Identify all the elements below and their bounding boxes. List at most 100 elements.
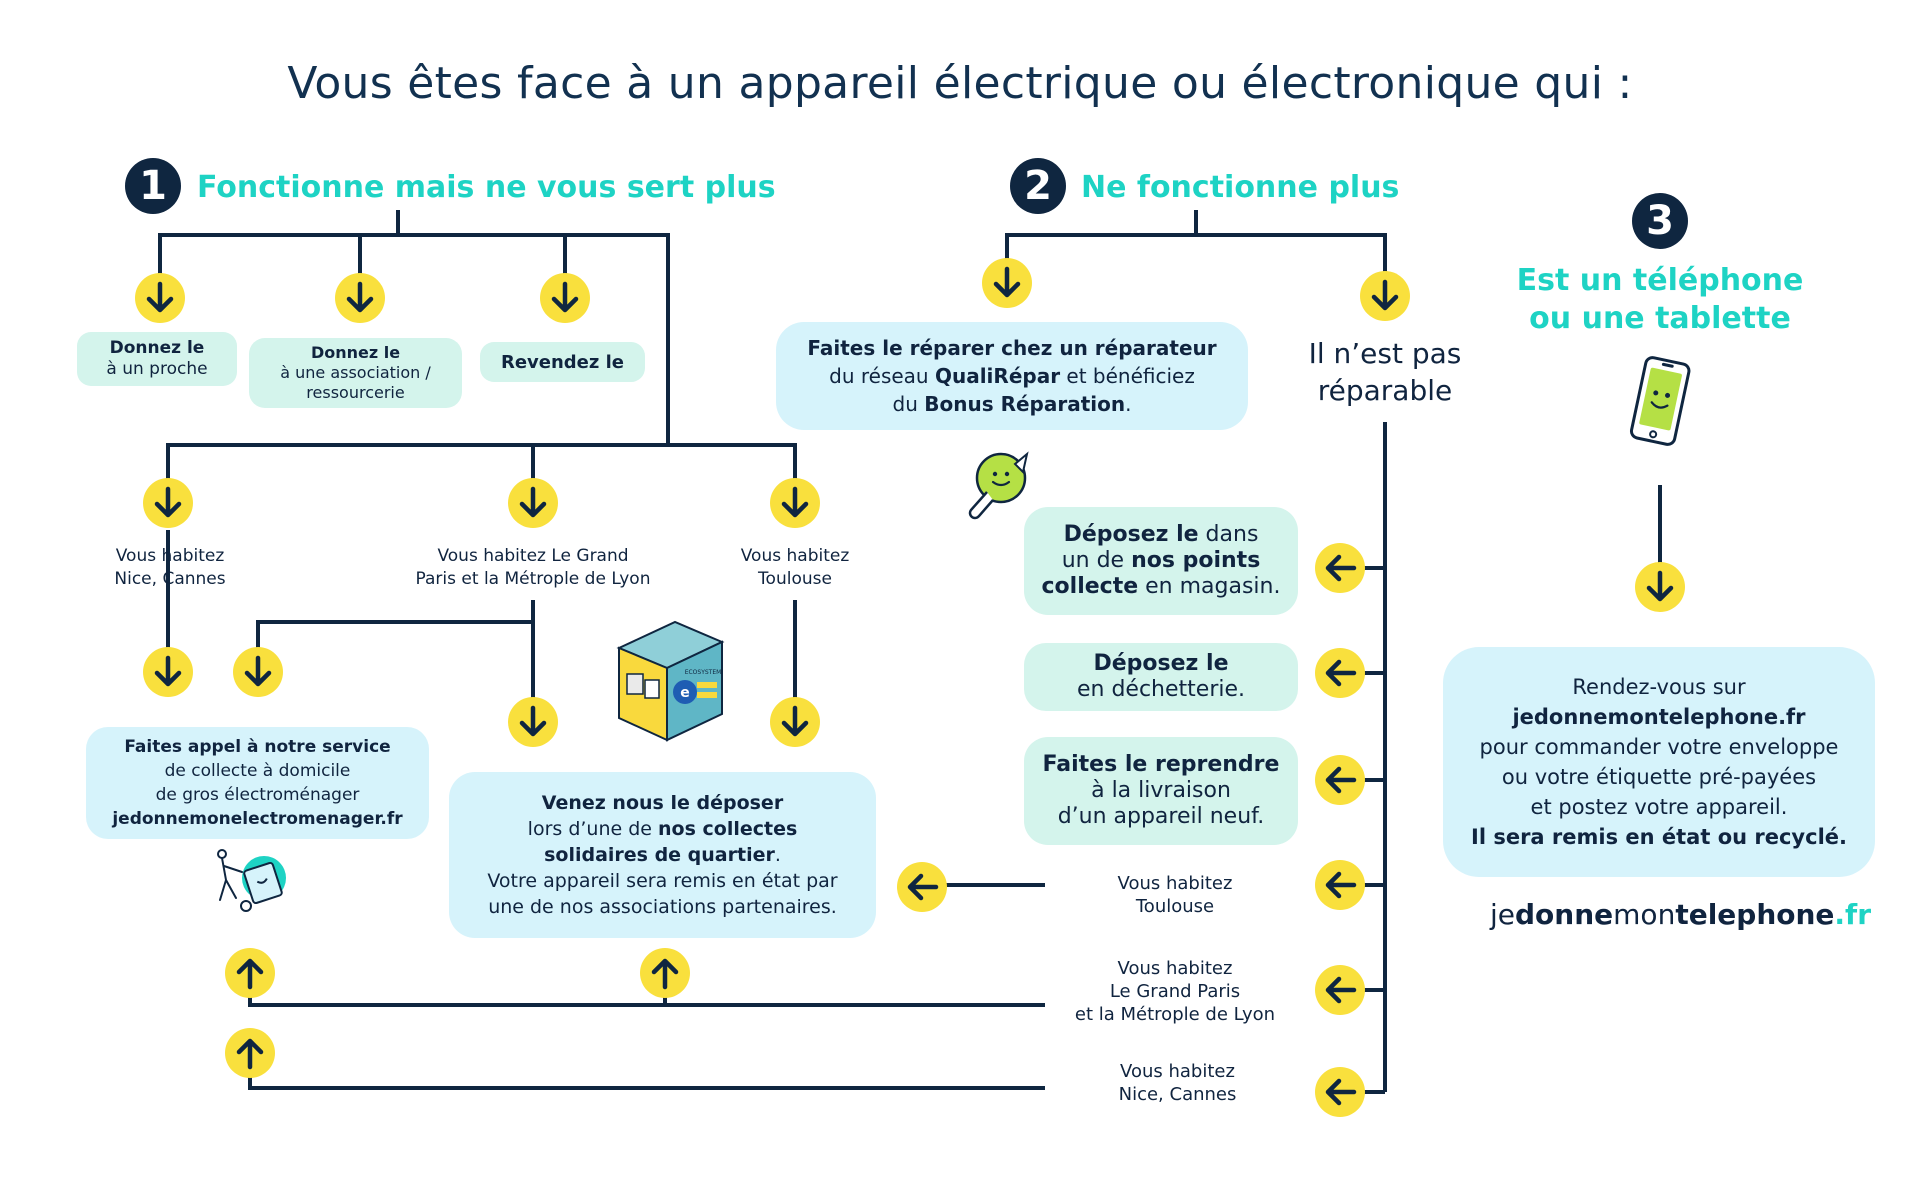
- neighbourhood-collection-line4: Votre appareil sera remis en état par: [487, 870, 838, 892]
- arrow-down-icon: [770, 478, 820, 528]
- option-give-to-relative-line1: Donnez le: [109, 338, 205, 358]
- arrow-left-icon: [1315, 1067, 1365, 1117]
- home-collection-service-box: Faites appel à notre service de collecte…: [86, 727, 429, 839]
- option-give-to-association: Donnez le à une association / ressourcer…: [249, 338, 462, 408]
- section1-city-toulouse-line1: Vous habitez: [740, 546, 850, 566]
- neighbourhood-collection-box: Venez nous le déposer lors d’une de nos …: [449, 772, 876, 938]
- section1-city-paris: Vous habitez Le Grand Paris et la Métrop…: [393, 545, 673, 591]
- repair-line3-post: .: [1125, 392, 1132, 416]
- arrow-down-icon: [508, 478, 558, 528]
- arrow-up-icon: [640, 948, 690, 998]
- arrow-down-icon: [770, 697, 820, 747]
- neighbourhood-collection-line3-post: .: [774, 844, 781, 866]
- svg-text:e: e: [680, 685, 690, 701]
- booth-label: ECOSYSTEM: [685, 669, 722, 676]
- section3-number-badge: 3: [1632, 193, 1688, 249]
- arrow-down-icon: [508, 697, 558, 747]
- arrow-left-icon: [897, 862, 947, 912]
- neighbourhood-collection-line3-bold: solidaires de quartier: [544, 844, 775, 866]
- repair-line3-pre: du: [892, 392, 925, 416]
- home-collection-service-line1: Faites appel à notre service: [124, 737, 391, 757]
- arrow-left-icon: [1315, 543, 1365, 593]
- store-points-line2-bold: nos points: [1131, 548, 1261, 573]
- phone-donation-line4: ou votre étiquette pré-payées: [1501, 765, 1817, 789]
- phone-donation-line3: pour commander votre enveloppe: [1479, 735, 1839, 759]
- page-title: Vous êtes face à un appareil électrique …: [287, 58, 1633, 109]
- collection-booth-icon: e ECOSYSTEM: [616, 620, 725, 742]
- section1-city-nice-line1: Vous habitez: [115, 546, 225, 566]
- take-back-line1: Faites le reprendre: [1042, 752, 1280, 777]
- section1-number-badge: 1: [125, 158, 181, 214]
- arrow-down-icon: [143, 647, 193, 697]
- arrow-down-icon: [1360, 271, 1410, 321]
- section2-heading: Ne fonctionne plus: [1081, 170, 1400, 205]
- waste-centre-box: Déposez le en déchetterie.: [1024, 643, 1298, 711]
- section2-city-toulouse-line2: Toulouse: [1135, 896, 1215, 917]
- phone-icon: [1629, 356, 1691, 446]
- waste-centre-line1: Déposez le: [1093, 651, 1229, 676]
- phone-donation-line5: et postez votre appareil.: [1530, 795, 1788, 819]
- phone-donation-box: Rendez-vous sur jedonnemontelephone.fr p…: [1443, 647, 1875, 877]
- section2-city-paris-line3: et la Métrople de Lyon: [1074, 1004, 1276, 1025]
- option-give-to-association-line1: Donnez le: [310, 343, 401, 362]
- store-points-line1-bold: Déposez le: [1063, 522, 1199, 547]
- option-give-to-relative-line2: à un proche: [106, 359, 208, 379]
- arrow-left-icon: [1315, 755, 1365, 805]
- section3-heading-line1: Est un téléphone: [1516, 263, 1804, 298]
- neighbourhood-collection-line1: Venez nous le déposer: [541, 792, 784, 814]
- section1-city-nice: Vous habitez Nice, Cannes: [95, 545, 245, 591]
- section3-heading: Est un téléphone ou une tablette: [1480, 262, 1840, 338]
- section1-city-toulouse: Vous habitez Toulouse: [725, 545, 865, 591]
- section1-city-toulouse-line2: Toulouse: [758, 569, 832, 589]
- section2-city-toulouse-line1: Vous habitez: [1117, 873, 1233, 894]
- section1-city-paris-line1: Vous habitez Le Grand: [437, 546, 629, 566]
- arrow-up-icon: [225, 1028, 275, 1078]
- not-repairable-label: Il n’est pas réparable: [1290, 335, 1480, 409]
- section2-city-paris-line1: Vous habitez: [1117, 958, 1233, 979]
- option-resell: Revendez le: [480, 342, 645, 382]
- phone-donation-line1: Rendez-vous sur: [1572, 675, 1746, 699]
- option-give-to-relative: Donnez le à un proche: [77, 332, 237, 386]
- section2-city-nice-line1: Vous habitez: [1120, 1061, 1235, 1082]
- arrow-down-icon: [1635, 562, 1685, 612]
- section2-city-nice: Vous habitez Nice, Cannes: [1100, 1060, 1255, 1106]
- arrow-left-icon: [1315, 860, 1365, 910]
- arrow-up-icon: [225, 948, 275, 998]
- home-collection-service-line2: de collecte à domicile: [164, 761, 351, 781]
- repair-line1: Faites le réparer chez un réparateur: [807, 336, 1217, 360]
- repair-line2-pre: du réseau: [829, 364, 935, 388]
- neighbourhood-collection-line2-pre: lors d’une de: [527, 818, 659, 840]
- section2-city-paris-line2: Le Grand Paris: [1109, 981, 1241, 1002]
- logo-part-mon: mon: [1613, 898, 1676, 931]
- dolly-appliance-icon: [217, 849, 286, 912]
- logo-part-donne: donne: [1515, 898, 1614, 931]
- section1-city-nice-line2: Nice, Cannes: [114, 569, 226, 589]
- section1-heading: Fonctionne mais ne vous sert plus: [197, 170, 776, 205]
- section2-city-paris: Vous habitez Le Grand Paris et la Métrop…: [1065, 957, 1285, 1026]
- store-points-line1-post: dans: [1198, 522, 1259, 547]
- take-back-line2: à la livraison: [1091, 778, 1231, 803]
- logo-part-je: je: [1490, 898, 1516, 931]
- arrow-down-icon: [982, 258, 1032, 308]
- arrow-down-icon: [143, 478, 193, 528]
- section2-city-nice-line2: Nice, Cannes: [1118, 1084, 1237, 1105]
- neighbourhood-collection-line5: une de nos associations partenaires.: [488, 896, 837, 918]
- logo-part-telephone: telephone: [1675, 898, 1835, 931]
- section1-city-paris-line2: Paris et la Métrople de Lyon: [415, 569, 651, 589]
- store-points-line3-bold: collecte: [1041, 574, 1139, 599]
- logo-part-fr: .fr: [1834, 898, 1872, 931]
- phone-donation-line6: Il sera remis en état ou recyclé.: [1471, 825, 1847, 849]
- store-points-line3-post: en magasin.: [1138, 574, 1281, 599]
- not-repairable-line1: Il n’est pas: [1308, 337, 1462, 370]
- arrow-down-icon: [335, 273, 385, 323]
- repair-line2-post: et bénéficiez: [1060, 364, 1195, 388]
- not-repairable-line2: réparable: [1317, 374, 1453, 407]
- waste-centre-line2: en déchetterie.: [1076, 677, 1246, 702]
- wrench-icon: [968, 451, 1029, 520]
- arrow-left-icon: [1315, 648, 1365, 698]
- section2-city-toulouse: Vous habitez Toulouse: [1100, 872, 1250, 918]
- arrow-left-icon: [1315, 965, 1365, 1015]
- bonus-reparation: Bonus Réparation: [924, 392, 1126, 416]
- option-give-to-association-line3: ressourcerie: [306, 383, 405, 402]
